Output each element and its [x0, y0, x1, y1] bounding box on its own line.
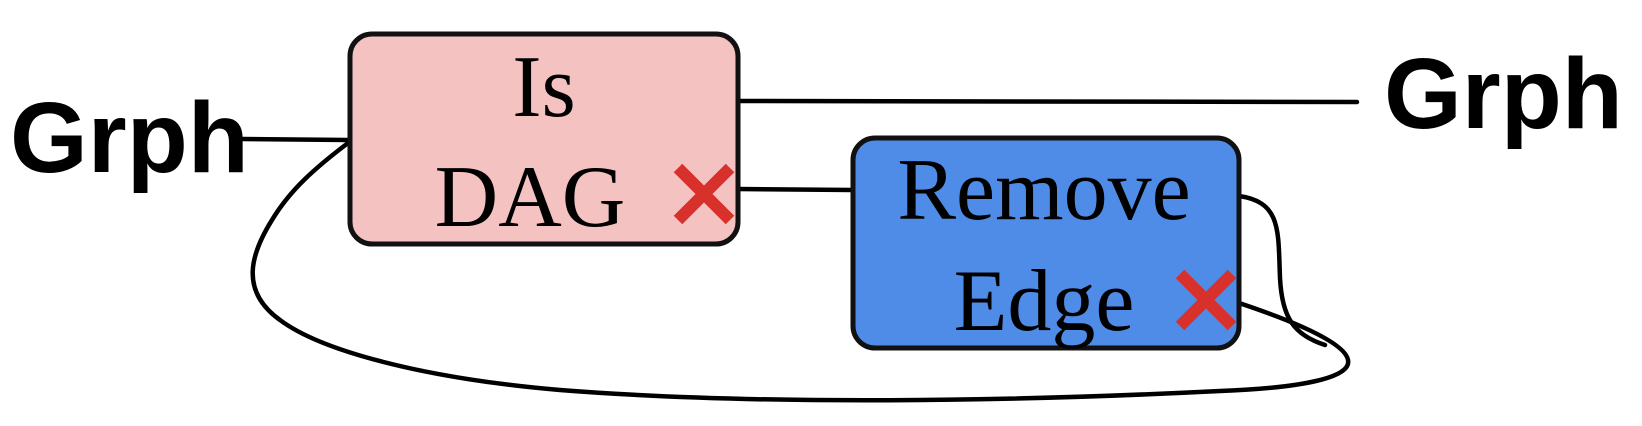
is-dag-node[interactable]: Is DAG — [347, 31, 741, 247]
cross-icon — [673, 163, 735, 225]
remove-edge-label-line1: Remove — [897, 142, 1190, 239]
wire-input-to-is-dag — [240, 136, 351, 143]
wire-is-dag-to-remove-edge — [735, 186, 856, 193]
input-type-label: Grph — [10, 82, 249, 194]
wire-remove-edge-feedback-loop — [250, 140, 1351, 403]
wire-is-dag-to-output — [735, 98, 1360, 105]
remove-edge-node[interactable]: Remove Edge — [850, 135, 1242, 351]
is-dag-label-line1: Is — [512, 39, 576, 136]
remove-edge-label-line2: Edge — [954, 253, 1135, 350]
is-dag-box — [347, 31, 741, 247]
cross-icon — [1175, 269, 1237, 331]
remove-edge-box — [850, 135, 1242, 351]
output-type-label: Grph — [1384, 38, 1623, 150]
wire-remove-edge-feedback-upper — [1236, 193, 1328, 348]
is-dag-label-line2: DAG — [435, 149, 626, 246]
